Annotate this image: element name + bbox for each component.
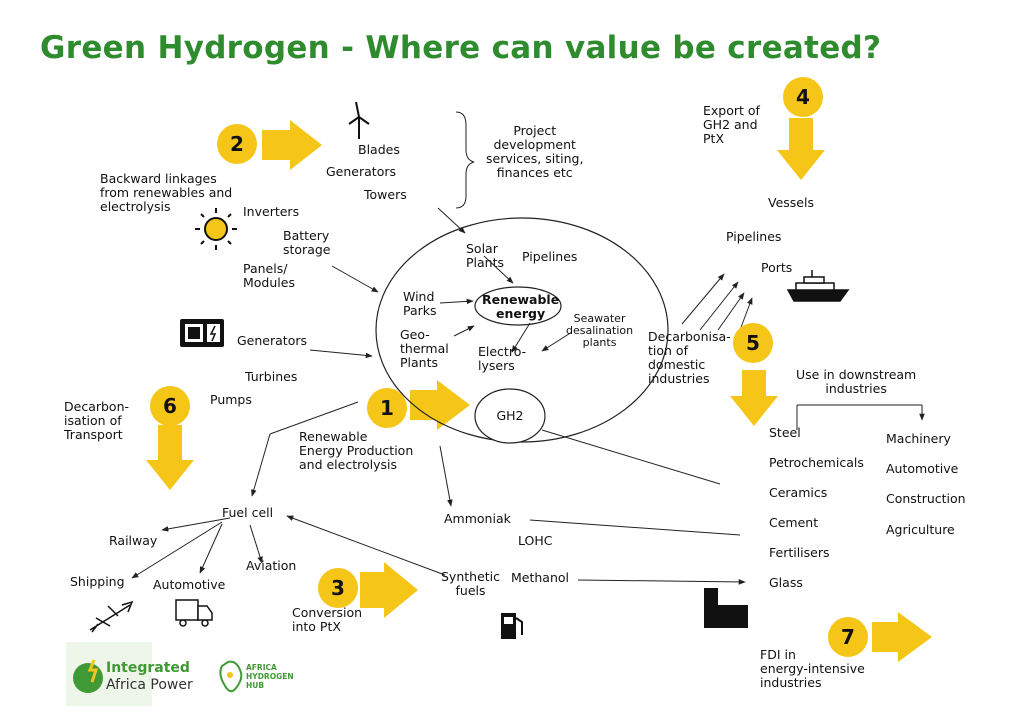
arrow-step-7 (872, 612, 932, 662)
step-1-label: Renewable Energy Production and electrol… (299, 429, 414, 472)
step-badge-1: 1 (367, 388, 407, 428)
wind-turbine-icon (348, 101, 370, 139)
factory-icon (704, 588, 748, 628)
transport-automotive: Automotive (153, 577, 226, 592)
step-5-label: Decarbonisa- tion of domestic industries (648, 329, 731, 386)
ship-icon (786, 270, 850, 302)
pipelines-inner-label: Pipelines (522, 249, 578, 264)
gh2-ellipse (474, 388, 546, 444)
fuel-pump-icon (501, 613, 523, 639)
renewable-energy-label: Renewable energy (482, 292, 560, 321)
gh2-label: GH2 (496, 408, 524, 423)
step-badge-4: 4 (783, 77, 823, 117)
transport-aviation: Aviation (246, 558, 297, 573)
seawater-desalination-label: Seawater desalination plants (566, 312, 634, 349)
step-2-label: Backward linkages from renewables and el… (100, 171, 233, 214)
wind-parks-label: Wind Parks (403, 289, 437, 318)
page-title: Green Hydrogen - Where can value be crea… (40, 30, 882, 66)
downstream-automotive: Automotive (886, 461, 959, 476)
transport-railway: Railway (109, 533, 158, 548)
export-vessels: Vessels (768, 195, 814, 210)
renewable-energy-ellipse (474, 286, 562, 326)
arrow-step-1 (410, 380, 470, 430)
arrow-step-6 (146, 425, 194, 490)
geothermal-plants-label: Geo- thermal Plants (400, 327, 449, 370)
step-badge-6: 6 (150, 386, 190, 426)
downstream-agriculture: Agriculture (886, 522, 955, 537)
downstream-steel: Steel (769, 425, 801, 440)
wind-part-towers: Towers (364, 187, 407, 202)
arrow-step-2 (262, 120, 322, 170)
export-pipelines: Pipelines (726, 229, 782, 244)
step-4-label: Export of GH2 and PtX (703, 103, 760, 146)
solar-part-battery: Battery storage (283, 228, 331, 257)
step-badge-3: 3 (318, 568, 358, 608)
ptx-methanol: Methanol (511, 570, 570, 585)
integrated-africa-power-logo-line2: Africa Power (106, 677, 193, 693)
downstream-fertilisers: Fertilisers (769, 545, 830, 560)
ptx-lohc: LOHC (518, 533, 553, 548)
export-ports: Ports (761, 260, 793, 275)
solar-part-inverters: Inverters (243, 204, 300, 219)
integrated-africa-power-logo-line1: Integrated (106, 660, 190, 676)
arrow-step-4 (777, 118, 825, 180)
power-part-generators: Generators (237, 333, 307, 348)
airplane-icon (89, 600, 134, 633)
power-part-turbines: Turbines (245, 369, 298, 384)
step-7-label: FDI in energy-intensive industries (760, 647, 865, 690)
step-badge-5: 5 (733, 323, 773, 363)
sun-icon (195, 208, 237, 250)
transport-fuel-cell: Fuel cell (222, 505, 274, 520)
wind-part-blades: Blades (358, 142, 400, 157)
ptx-ammoniak: Ammoniak (444, 511, 511, 526)
integrated-africa-power-logo-mark (66, 642, 152, 706)
downstream-construction: Construction (886, 491, 966, 506)
project-services-label: Project development services, siting, fi… (486, 123, 584, 180)
downstream-machinery: Machinery (886, 431, 951, 446)
step-3-label: Conversion into PtX (292, 605, 363, 634)
generator-icon (180, 319, 224, 347)
truck-icon (175, 599, 213, 627)
africa-hydrogen-hub-logo-line1: AFRICA (246, 663, 277, 672)
electrolysers-label: Electro- lysers (478, 344, 527, 373)
step-badge-7: 7 (828, 617, 868, 657)
africa-hydrogen-hub-logo-mark (219, 660, 243, 693)
step-6-label: Decarbon- isation of Transport (64, 399, 130, 442)
arrow-step-5 (730, 370, 778, 426)
arrow-step-3 (360, 562, 418, 618)
downstream-ceramics: Ceramics (769, 485, 828, 500)
africa-hydrogen-hub-logo-line3: HUB (246, 681, 265, 690)
downstream-cement: Cement (769, 515, 819, 530)
step-badge-2: 2 (217, 124, 257, 164)
wind-part-generators: Generators (326, 164, 396, 179)
africa-hydrogen-hub-logo-line2: HYDROGEN (246, 672, 294, 681)
power-part-pumps: Pumps (210, 392, 252, 407)
solar-plants-label: Solar Plants (466, 241, 505, 270)
solar-part-panels: Panels/ Modules (243, 261, 295, 290)
curly-brace (455, 111, 475, 209)
ptx-synthetic-fuels: Synthetic fuels (441, 569, 501, 598)
downstream-petrochemicals: Petrochemicals (769, 455, 864, 470)
downstream-glass: Glass (769, 575, 803, 590)
downstream-header: Use in downstream industries (796, 367, 917, 396)
transport-shipping: Shipping (70, 574, 125, 589)
